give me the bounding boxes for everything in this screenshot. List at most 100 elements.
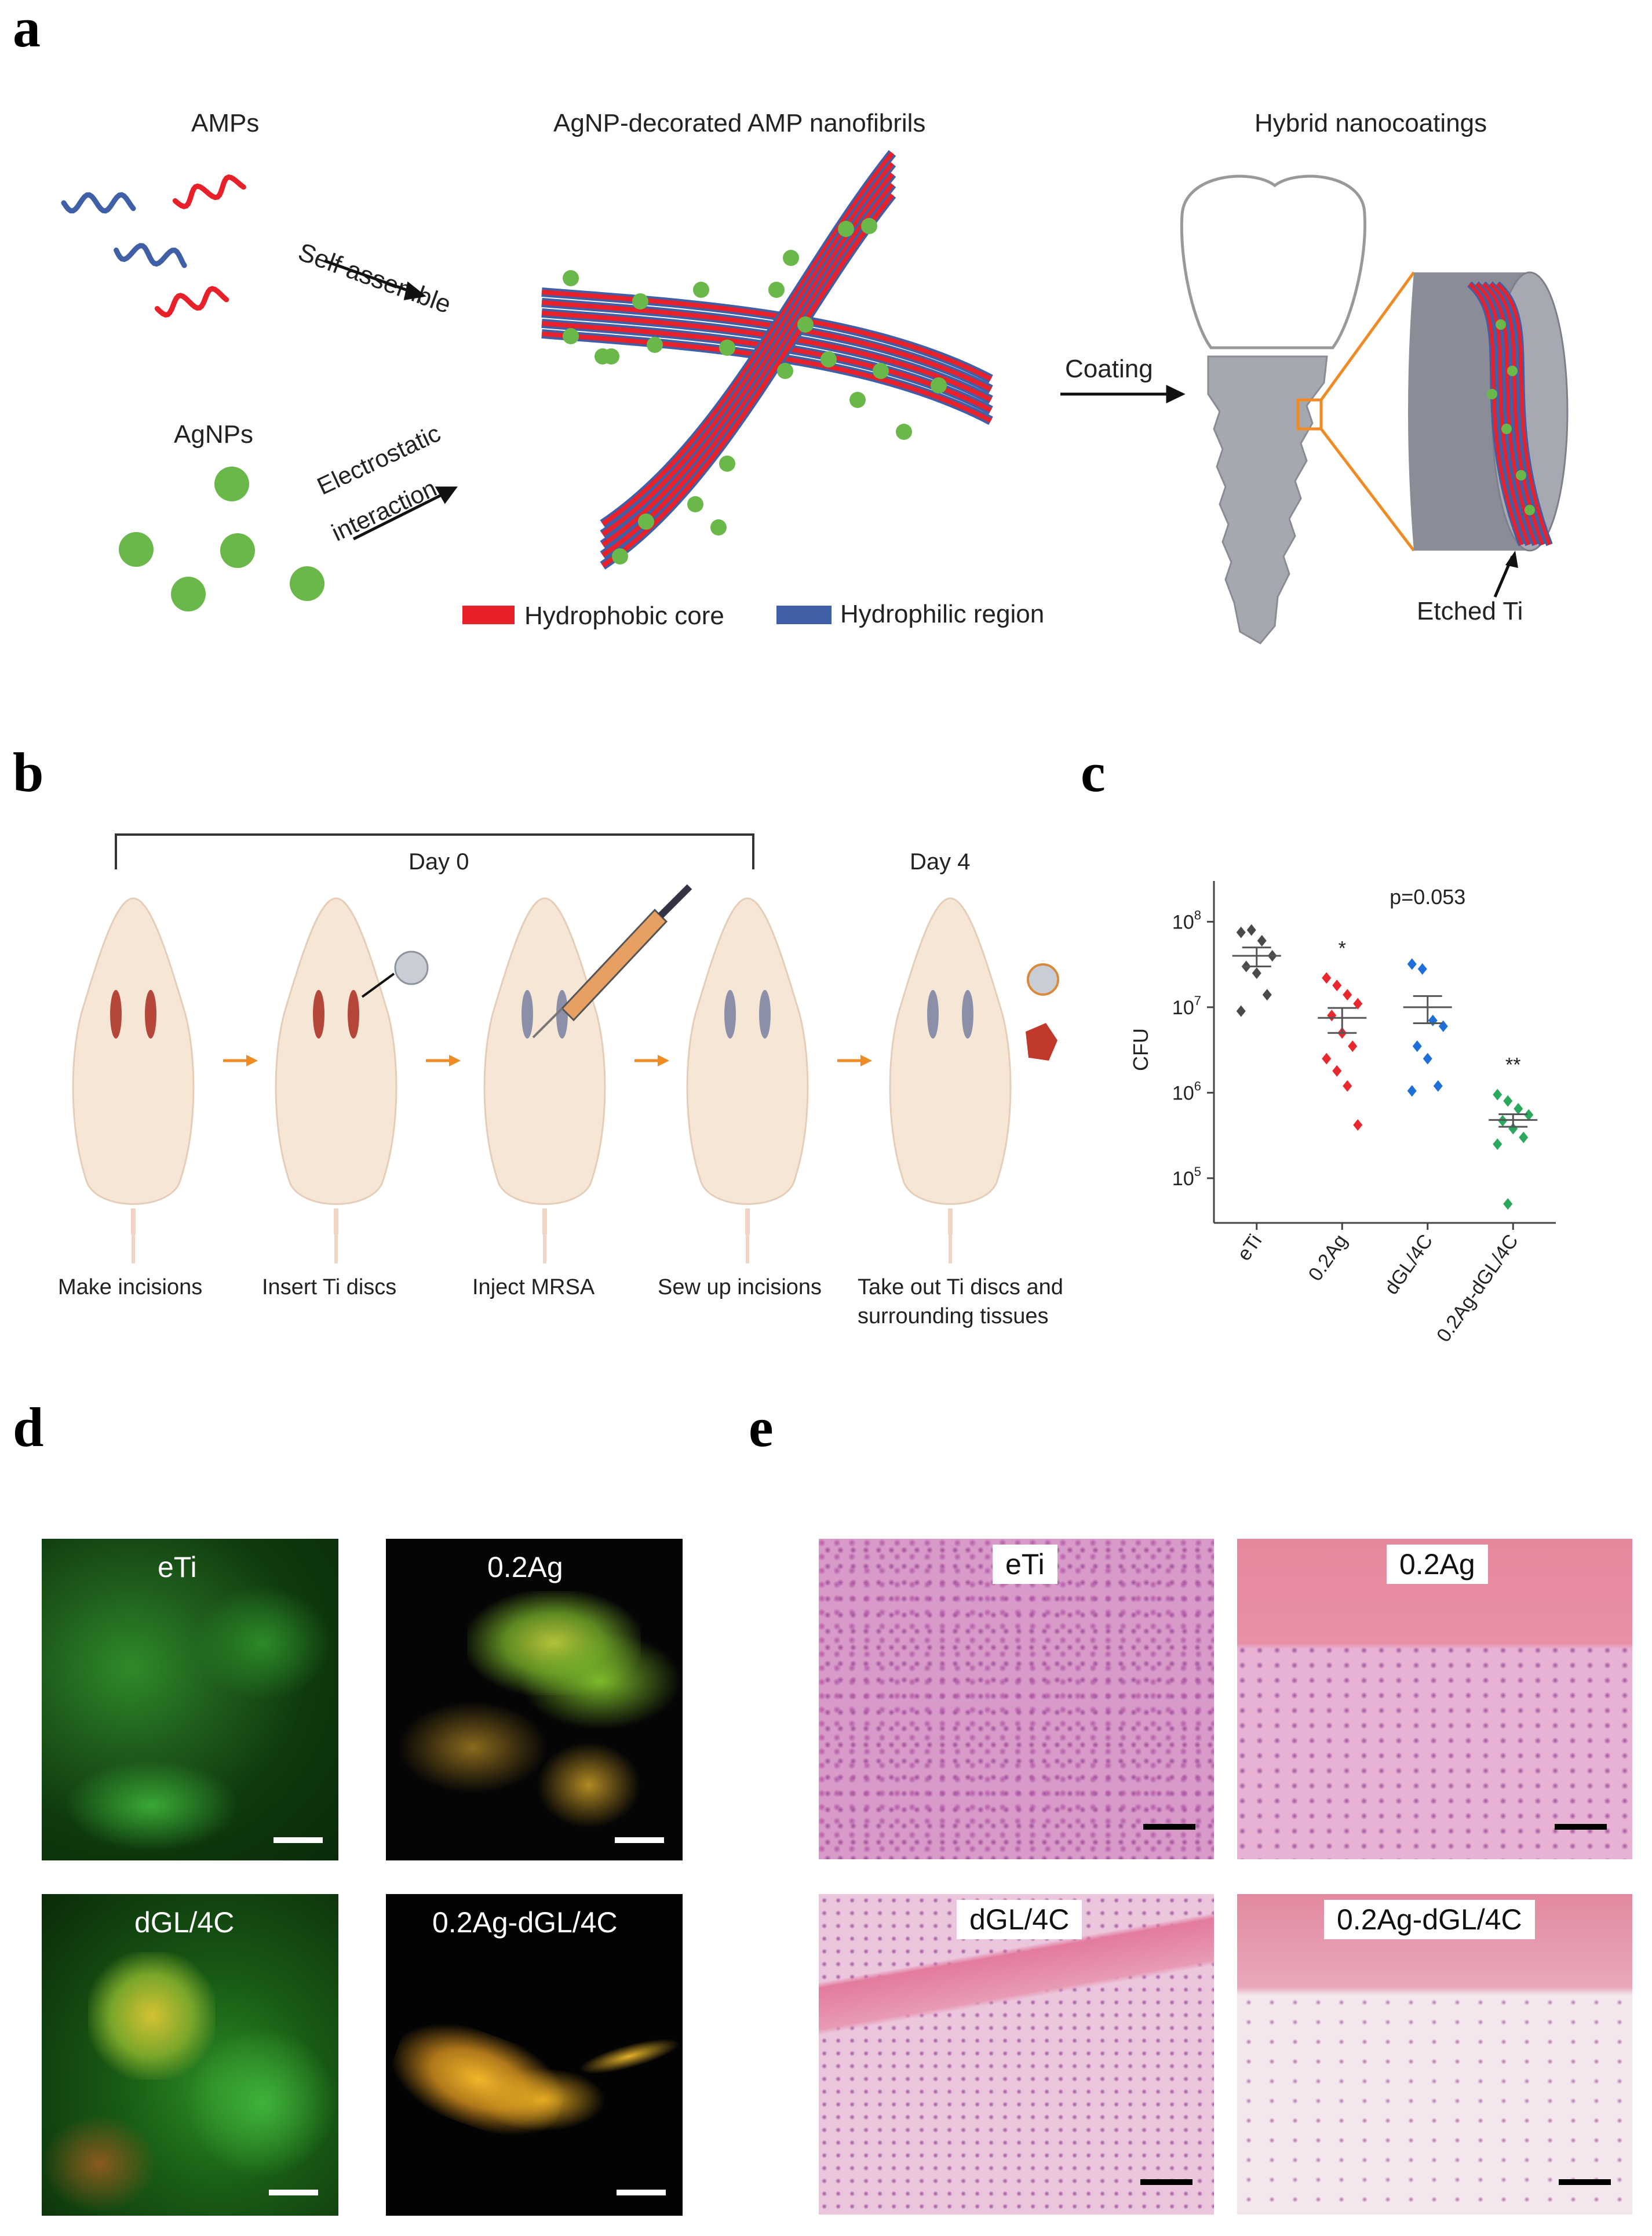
- fibril-agnp: [719, 340, 735, 356]
- fibril-agnp: [820, 351, 837, 367]
- data-point: [1493, 1088, 1503, 1101]
- fluor-label-eti: eTi: [158, 1551, 197, 1583]
- rat-figure: [483, 897, 606, 1263]
- significance-annotation: p=0.053: [1390, 885, 1465, 909]
- y-tick-label: 106: [1172, 1079, 1201, 1104]
- rat-figure: [275, 897, 397, 1263]
- rat-body: [686, 897, 809, 1205]
- step-take-out-2: surrounding tissues: [858, 1304, 1049, 1328]
- x-tick-label: 0.2Ag: [1304, 1230, 1352, 1285]
- data-point: [1503, 1095, 1513, 1107]
- coating-label: Coating: [1065, 355, 1153, 383]
- data-point: [1407, 1085, 1417, 1097]
- fibril-agnp: [563, 270, 579, 286]
- fibril-agnp: [612, 548, 628, 565]
- amps-title: AMPs: [191, 109, 260, 137]
- legend-hydrophilic-label: Hydrophilic region: [840, 600, 1045, 628]
- panel-letter-d: d: [13, 1396, 44, 1458]
- fibril-agnp: [768, 282, 785, 298]
- legend-hydrophilic-swatch: [776, 606, 832, 624]
- syringe-plunger: [658, 884, 692, 919]
- fibril-agnp: [838, 221, 854, 237]
- y-axis-label: CFU: [1129, 1028, 1153, 1071]
- data-point: [1246, 924, 1256, 936]
- fibril-agnp: [797, 316, 814, 333]
- data-point: [1236, 926, 1246, 938]
- fibril-agnp: [896, 424, 912, 440]
- fluor-image-eti: eTi: [42, 1539, 338, 1860]
- he-image-02ag: 0.2Ag: [1237, 1539, 1632, 1859]
- data-point: [1493, 1138, 1503, 1150]
- ti-disc: [394, 951, 429, 985]
- fibril-agnp: [1496, 319, 1506, 330]
- data-point: [1412, 1040, 1422, 1053]
- scale-bar: [1143, 1824, 1195, 1830]
- y-tick-label: 107: [1172, 993, 1201, 1019]
- data-point: [1343, 1080, 1352, 1092]
- data-point: [1503, 1198, 1513, 1210]
- data-point: [1514, 1102, 1523, 1115]
- data-point: [1353, 997, 1363, 1010]
- data-point: [1332, 979, 1342, 992]
- data-point: [1423, 1053, 1432, 1065]
- rat-body: [275, 897, 397, 1205]
- rat-body: [889, 897, 1012, 1205]
- step-sew-up-incisions: Sew up incisions: [658, 1275, 822, 1299]
- data-point: [1257, 935, 1267, 947]
- legend-hydrophobic-swatch: [462, 606, 515, 624]
- significance-annotation: *: [1339, 937, 1346, 959]
- data-point: [1524, 1109, 1534, 1121]
- panel-a-schematic: [61, 150, 1569, 644]
- fibril-agnps: [563, 218, 947, 565]
- fibril-agnp: [693, 282, 709, 298]
- fibril-agnp: [1507, 366, 1518, 376]
- fibril-agnp: [647, 337, 663, 353]
- incision: [962, 990, 973, 1039]
- fibril-agnp: [687, 496, 703, 512]
- fibril-agnp: [710, 519, 727, 536]
- he-image-eti: eTi: [819, 1539, 1214, 1859]
- scale-bar: [1555, 1824, 1607, 1830]
- fibril-hydrophobic: [601, 162, 895, 537]
- incision: [724, 990, 736, 1039]
- significance-annotation: **: [1505, 1054, 1520, 1076]
- legend-hydrophobic-label: Hydrophobic core: [524, 602, 724, 630]
- data-point: [1438, 1020, 1448, 1032]
- process-arrows: [324, 259, 1186, 541]
- amp-helix: [61, 192, 136, 214]
- fibril-agnp: [1487, 389, 1497, 399]
- incision: [110, 990, 122, 1039]
- panel-letter-e: e: [749, 1396, 774, 1458]
- fibril-agnp: [873, 363, 889, 379]
- fibril-hydrophobic: [1468, 282, 1523, 546]
- day0-bracket: [115, 833, 754, 869]
- scale-bar: [1140, 2179, 1192, 2185]
- data-point: [1428, 1014, 1438, 1026]
- scale-bar: [617, 2190, 666, 2195]
- step-arrow: [246, 1055, 258, 1066]
- fibril-hydrophobic: [601, 183, 895, 558]
- data-point: [1252, 967, 1261, 979]
- agnps-title: AgNPs: [174, 420, 253, 449]
- y-tick-label: 108: [1172, 908, 1201, 933]
- amp-helices: [61, 174, 246, 318]
- x-tick-label: 0.2Ag-dGL/4C: [1432, 1230, 1523, 1346]
- step-inject-mrsa: Inject MRSA: [472, 1275, 595, 1299]
- x-tick-label: dGL/4C: [1380, 1230, 1437, 1299]
- fibril-agnp: [603, 348, 619, 365]
- amp-helix: [172, 174, 246, 210]
- data-point: [1353, 1119, 1363, 1131]
- agnp-particles: [119, 467, 324, 611]
- incision: [313, 990, 324, 1039]
- syringe: [560, 908, 668, 1022]
- fibril-hydrophobic: [1482, 282, 1537, 546]
- data-point: [1348, 1040, 1358, 1053]
- fluor-image-02ag-dgl4c: 0.2Ag-dGL/4C: [386, 1894, 683, 2216]
- rat-figure: [889, 897, 1012, 1263]
- data-point: [1236, 1005, 1246, 1017]
- fibril-agnp: [632, 293, 648, 309]
- step-arrow: [449, 1055, 461, 1066]
- scale-bar: [273, 1837, 323, 1843]
- data-point: [1407, 958, 1417, 970]
